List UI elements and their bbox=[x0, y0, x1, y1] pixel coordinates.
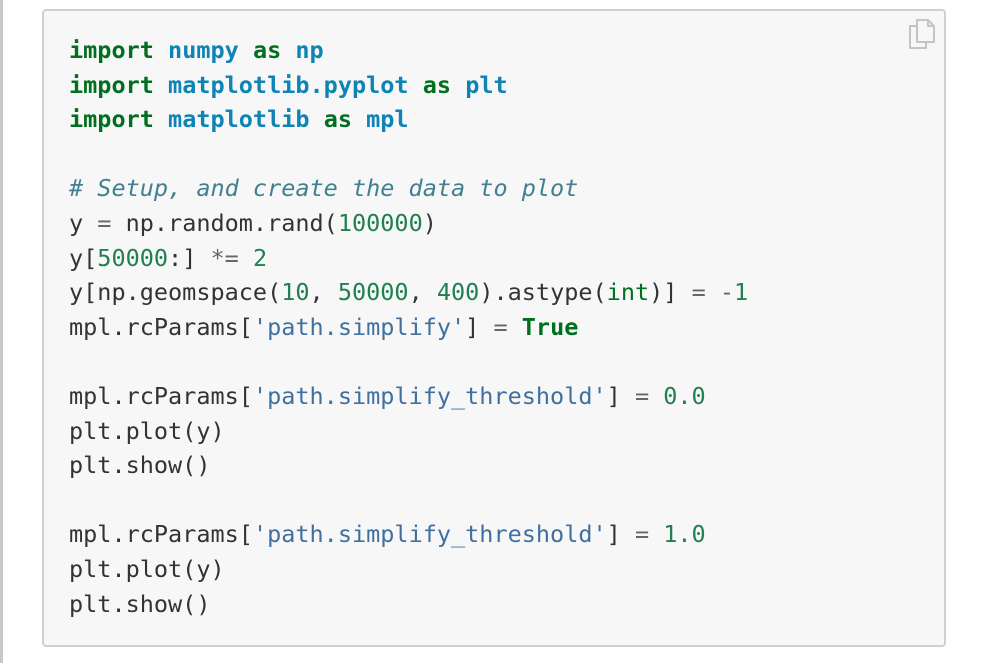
code-line: plt.plot(y) bbox=[69, 414, 748, 449]
code-token: import bbox=[69, 36, 154, 64]
code-token: :] bbox=[168, 243, 211, 272]
code-token: 1.0 bbox=[663, 520, 706, 549]
code-token: matplotlib.pyplot bbox=[168, 70, 409, 99]
code-token bbox=[451, 71, 465, 99]
code-token: ).astype( bbox=[479, 278, 607, 307]
code-token: y[ bbox=[69, 243, 98, 272]
code-line: # Setup, and create the data to plot bbox=[69, 171, 748, 206]
code-token bbox=[409, 71, 423, 99]
code-line: import matplotlib.pyplot as plt bbox=[69, 68, 748, 103]
code-token: 'path.simplify_threshold' bbox=[252, 520, 607, 549]
code-token: , bbox=[309, 278, 338, 307]
code-token bbox=[352, 105, 366, 133]
code-line: y[50000:] *= 2 bbox=[69, 241, 748, 276]
code-token: 1 bbox=[734, 278, 749, 307]
code-line: import numpy as np bbox=[69, 33, 748, 68]
left-page-rule bbox=[0, 0, 3, 663]
code-token: plt.show() bbox=[69, 589, 211, 618]
code-line: plt.show() bbox=[69, 448, 748, 483]
code-token: ) bbox=[422, 208, 437, 237]
code-token: plt.show() bbox=[69, 451, 211, 480]
code-token: , bbox=[408, 278, 437, 307]
code-token: = bbox=[97, 208, 112, 237]
code-token: # Setup, and create the data to plot bbox=[69, 174, 579, 203]
code-token: y bbox=[69, 208, 98, 237]
code-line: mpl.rcParams['path.simplify'] = True bbox=[69, 310, 748, 345]
code-token: = bbox=[634, 381, 650, 410]
code-token: 10 bbox=[281, 278, 310, 307]
code-token: 50000 bbox=[97, 243, 169, 272]
code-token: as bbox=[323, 105, 352, 134]
code-token: 'path.simplify_threshold' bbox=[252, 381, 607, 410]
code-token bbox=[239, 36, 253, 64]
code-token: ] bbox=[465, 312, 494, 341]
code-token: ] bbox=[606, 520, 635, 549]
code-token: matplotlib bbox=[168, 105, 310, 134]
code-line: plt.plot(y) bbox=[69, 552, 748, 587]
code-token: 'path.simplify' bbox=[252, 312, 466, 341]
code-token bbox=[508, 313, 522, 341]
code-line bbox=[69, 344, 748, 379]
code-token: int bbox=[606, 278, 650, 307]
code-line: y[np.geomspace(10, 50000, 400).astype(in… bbox=[69, 275, 748, 310]
code-token: 400 bbox=[436, 278, 480, 307]
code-token: 2 bbox=[252, 243, 268, 272]
code-token: plt.plot(y) bbox=[69, 416, 225, 445]
code-token: mpl.rcParams[ bbox=[69, 520, 253, 549]
code-line: import matplotlib as mpl bbox=[69, 102, 748, 137]
code-token bbox=[154, 36, 168, 64]
code-token: mpl.rcParams[ bbox=[69, 381, 253, 410]
code-token bbox=[706, 278, 720, 306]
code-token: = bbox=[691, 278, 706, 307]
code-token: 50000 bbox=[337, 278, 409, 307]
code-token: 100000 bbox=[337, 208, 423, 237]
code-token bbox=[239, 244, 253, 272]
code-token: True bbox=[521, 312, 579, 341]
code-token: plt.plot(y) bbox=[69, 554, 225, 583]
copy-button[interactable] bbox=[906, 17, 936, 49]
code-token: mpl bbox=[366, 105, 409, 134]
code-token: as bbox=[422, 70, 452, 99]
code-token: - bbox=[719, 278, 735, 307]
code-token bbox=[281, 36, 295, 64]
code-token: plt bbox=[465, 70, 508, 99]
code-token: *= bbox=[210, 243, 239, 272]
code-token: 0.0 bbox=[663, 381, 706, 410]
code-token bbox=[310, 105, 324, 133]
code-token: )] bbox=[649, 278, 692, 307]
code-token bbox=[154, 71, 168, 99]
code-token: as bbox=[252, 36, 282, 64]
code-token: = bbox=[634, 520, 650, 549]
code-token bbox=[649, 382, 663, 410]
code-line: mpl.rcParams['path.simplify_threshold'] … bbox=[69, 517, 748, 552]
code-token: import bbox=[69, 70, 154, 99]
code-token: y[np.geomspace( bbox=[69, 278, 282, 307]
code-token bbox=[154, 105, 168, 133]
code-token: np.random.rand( bbox=[111, 208, 338, 237]
code-token: import bbox=[69, 105, 154, 134]
code-token: np bbox=[295, 36, 324, 64]
code-line: y = np.random.rand(100000) bbox=[69, 206, 748, 241]
code-token: ] bbox=[606, 381, 635, 410]
code-token: = bbox=[493, 312, 508, 341]
code-token: mpl.rcParams[ bbox=[69, 312, 253, 341]
code-token bbox=[649, 520, 663, 548]
code-line bbox=[69, 137, 748, 172]
copy-icon bbox=[909, 19, 935, 49]
code-line bbox=[69, 483, 748, 518]
code-token: numpy bbox=[168, 36, 239, 64]
code-line: plt.show() bbox=[69, 587, 748, 622]
code-line: mpl.rcParams['path.simplify_threshold'] … bbox=[69, 379, 748, 414]
